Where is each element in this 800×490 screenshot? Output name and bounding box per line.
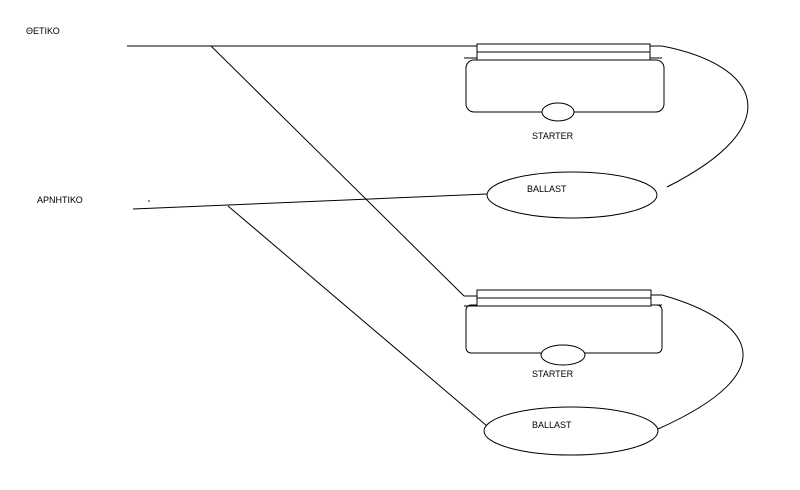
stray-dot — [148, 200, 150, 202]
fixture-2: STARTER BALLAST — [464, 289, 744, 456]
starter — [540, 344, 586, 366]
starter-label: STARTER — [532, 369, 574, 379]
negative-wire — [132, 193, 488, 210]
ballast-return-wire — [657, 294, 744, 430]
ballast-label: BALLAST — [532, 420, 572, 430]
starter-label: STARTER — [532, 131, 574, 141]
positive-label: ΘΕΤΙΚΟ — [26, 26, 60, 36]
fixture-1: STARTER BALLAST — [464, 43, 749, 219]
starter — [541, 102, 575, 122]
negative-branch-wire — [227, 205, 488, 427]
negative-label: ΑΡΝΗΤΙΚΟ — [37, 195, 83, 205]
ballast — [483, 406, 659, 456]
positive-branch-wire — [210, 45, 465, 297]
ballast — [486, 171, 658, 219]
ballast-return-wire — [661, 45, 749, 188]
ballast-label: BALLAST — [527, 184, 567, 194]
